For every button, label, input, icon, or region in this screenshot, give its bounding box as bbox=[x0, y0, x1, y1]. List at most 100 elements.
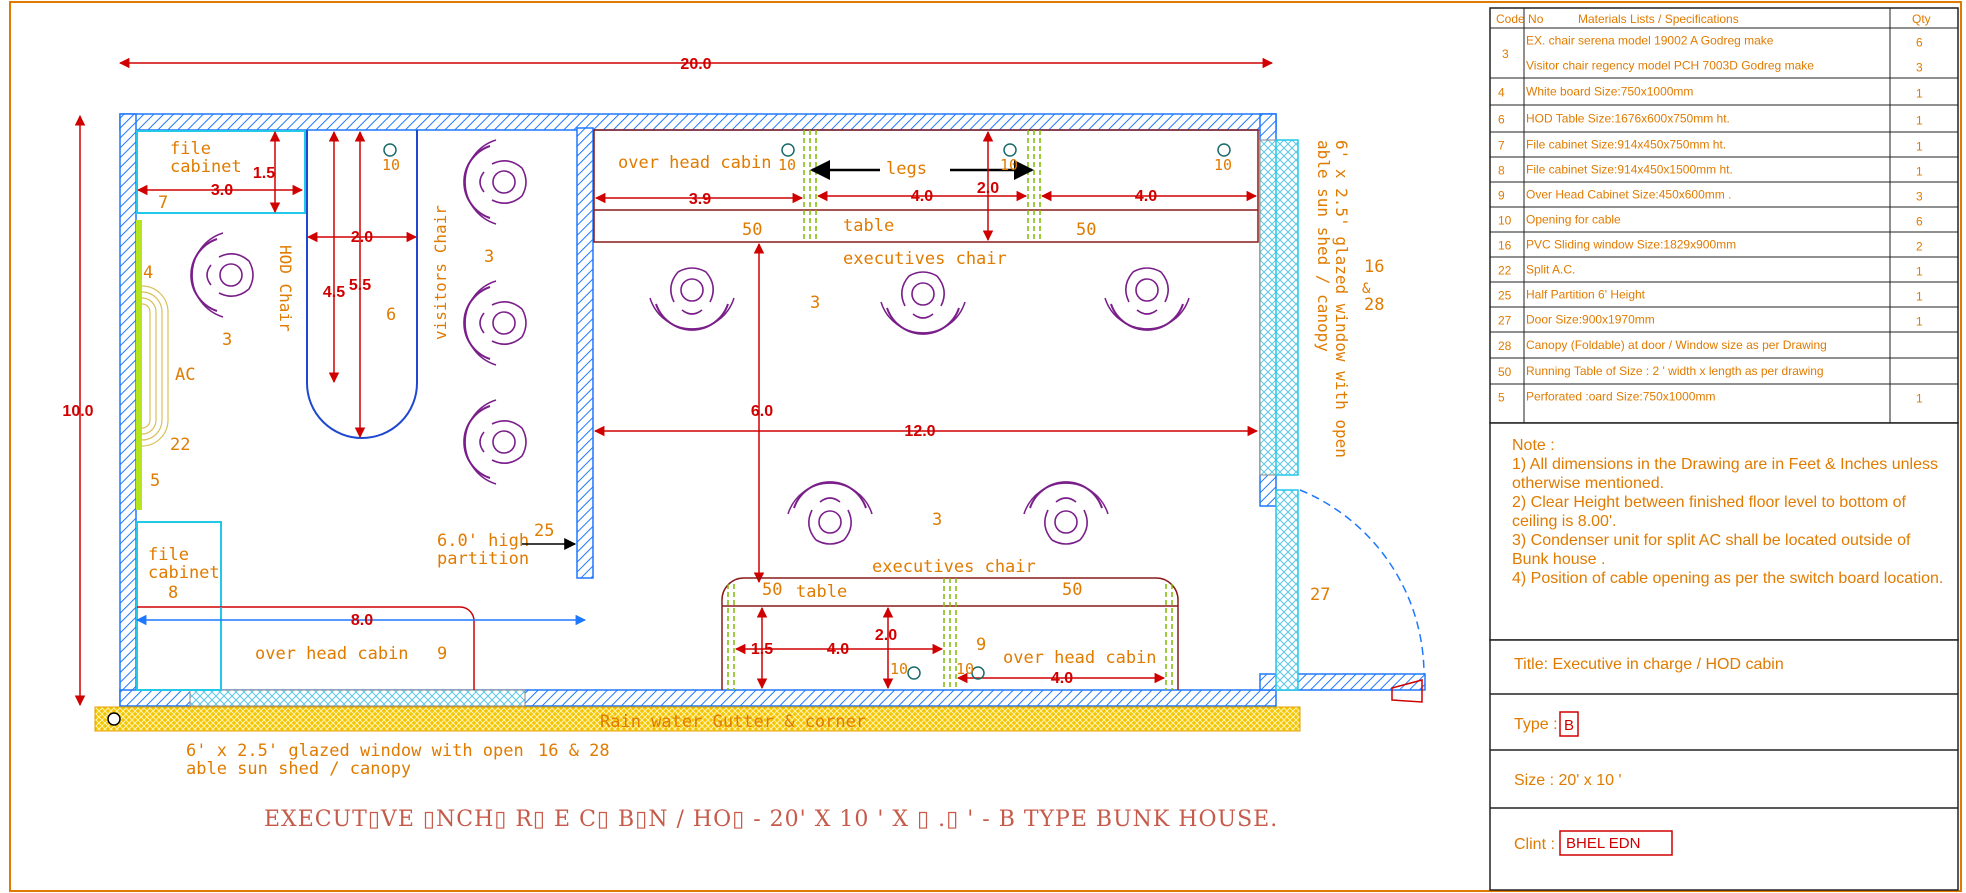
exec-chair-4 bbox=[787, 481, 873, 545]
code-10-b: 10 bbox=[778, 156, 796, 174]
code-50-a: 50 bbox=[742, 220, 762, 240]
right-window-code: 16 & 28 bbox=[1362, 257, 1395, 315]
cable-opening-3 bbox=[1003, 143, 1017, 157]
dimension-hod-3-0: 3.0 bbox=[211, 182, 233, 199]
table-cell-qty: 1 bbox=[1916, 265, 1923, 279]
code-6: 6 bbox=[386, 305, 396, 325]
code-22: 22 bbox=[170, 435, 190, 455]
overhead-cabin-top bbox=[593, 129, 1259, 243]
cable-opening-4 bbox=[1217, 143, 1231, 157]
table-cell-code: 22 bbox=[1498, 264, 1512, 278]
half-partition bbox=[576, 127, 594, 579]
visitor-chair-2 bbox=[463, 280, 527, 366]
code-8: 8 bbox=[168, 583, 178, 603]
table-cell-spec: File cabinet Size:914x450x1500mm ht. bbox=[1526, 163, 1733, 177]
dimension-exec-12-0: 12.0 bbox=[904, 423, 935, 440]
client-label: Clint : bbox=[1514, 836, 1555, 853]
right-canopy bbox=[1275, 139, 1299, 476]
right-window bbox=[1259, 139, 1277, 476]
dimension-hod-4-5: 4.5 bbox=[323, 284, 345, 301]
table-cell-qty: 3 bbox=[1916, 61, 1923, 75]
code-50-c: 50 bbox=[762, 580, 782, 600]
table-cell-code: 6 bbox=[1498, 113, 1505, 127]
cable-opening-2 bbox=[781, 143, 795, 157]
wall-left bbox=[119, 113, 137, 707]
floor-plan: 20.0 10.0 Rain water Gutter & corner fil… bbox=[62, 56, 1426, 832]
table-cell-spec: Perforated :oard Size:750x1000mm bbox=[1526, 390, 1715, 404]
code-10-a: 10 bbox=[382, 156, 400, 174]
table-top-label: table bbox=[843, 216, 894, 236]
door-stop bbox=[1391, 679, 1423, 703]
table-cell-spec: Visitor chair regency model PCH 7003D Go… bbox=[1526, 59, 1814, 73]
table-cell-qty: 3 bbox=[1916, 190, 1923, 204]
overhead-cabin-top-label: over head cabin bbox=[618, 153, 772, 173]
gutter-downpipe bbox=[107, 712, 121, 726]
code-10-c: 10 bbox=[1000, 156, 1018, 174]
exec-chair-3 bbox=[1104, 267, 1190, 331]
table-header-spec: Materials Lists / Specifications bbox=[1578, 12, 1739, 26]
table-cell-code: 28 bbox=[1498, 339, 1512, 353]
cable-opening-1 bbox=[383, 143, 397, 157]
code-50-d: 50 bbox=[1062, 580, 1082, 600]
client-value-box bbox=[1559, 830, 1673, 856]
visitor-chair-1 bbox=[463, 139, 527, 225]
gutter-label: Rain water Gutter & corner bbox=[600, 712, 866, 732]
exec-chair-2 bbox=[880, 271, 966, 335]
exec-chair-5 bbox=[1023, 481, 1109, 545]
file-cabinet-bottom-label: file cabinet bbox=[148, 545, 220, 583]
notes-text: 1) All dimensions in the Drawing are in … bbox=[1512, 456, 1943, 587]
table-cell-qty: 1 bbox=[1916, 87, 1923, 101]
door-panel bbox=[1275, 489, 1299, 691]
code-10-d: 10 bbox=[1214, 156, 1232, 174]
dimension-hod-2-0: 2.0 bbox=[351, 229, 373, 246]
code-9-a: 9 bbox=[437, 644, 447, 664]
table-cell-qty: 1 bbox=[1916, 165, 1923, 179]
notes-block: Note : 1) All dimensions in the Drawing … bbox=[1489, 422, 1959, 641]
door-swing bbox=[1299, 489, 1425, 675]
cable-opening-5 bbox=[907, 666, 921, 680]
table-cell-qty: 6 bbox=[1916, 215, 1923, 229]
table-cell-spec: PVC Sliding window Size:1829x900mm bbox=[1526, 238, 1736, 252]
wall-bottom-right bbox=[1259, 673, 1426, 691]
table-cell-spec: Opening for cable bbox=[1526, 213, 1621, 227]
dimension-overall-width: 10.0 bbox=[62, 403, 93, 420]
dimension-exec-2-0: 2.0 bbox=[977, 180, 999, 197]
table-cell-code: 5 bbox=[1498, 391, 1505, 405]
table-cell-code: 7 bbox=[1498, 139, 1505, 153]
table-cell-qty: 2 bbox=[1916, 240, 1923, 254]
size-label: Size : 20' x 10 ' bbox=[1514, 772, 1622, 789]
hod-chair bbox=[190, 232, 254, 318]
dimension-exec-4-0-b: 4.0 bbox=[1135, 188, 1157, 205]
table-cell-qty: 1 bbox=[1916, 392, 1923, 406]
table-cell-qty: 1 bbox=[1916, 315, 1923, 329]
overhead-cabin-bottom-right-label: over head cabin bbox=[1003, 648, 1157, 668]
table-cell-code: 27 bbox=[1498, 314, 1512, 328]
type-value-box bbox=[1559, 711, 1579, 737]
split-ac bbox=[141, 285, 169, 447]
table-cell-qty: 1 bbox=[1916, 140, 1923, 154]
table-cell-spec: Half Partition 6' Height bbox=[1526, 288, 1646, 302]
partition-label: 6.0' high partition bbox=[437, 531, 539, 569]
table-cell-code: 50 bbox=[1498, 365, 1512, 379]
bottom-window-code: 16 & 28 bbox=[538, 741, 610, 761]
sheet-border bbox=[9, 1, 1962, 892]
table-header-qty: Qty bbox=[1912, 12, 1931, 26]
materials-table: Code No Materials Lists / Specifications… bbox=[1489, 7, 1959, 424]
client-value: BHEL EDN bbox=[1566, 835, 1640, 852]
table-legs-bottom bbox=[727, 578, 1173, 690]
table-cell-spec: Running Table of Size : 2 ' width x leng… bbox=[1526, 364, 1824, 378]
overhead-cabin-bottom-left-label: over head cabin bbox=[255, 644, 409, 664]
title-block: Title: Executive in charge / HOD cabin T… bbox=[1489, 639, 1959, 891]
wall-top bbox=[119, 113, 1277, 131]
exec-chair-top-label: executives chair bbox=[843, 249, 1007, 269]
code-50-b: 50 bbox=[1076, 220, 1096, 240]
code-4: 4 bbox=[143, 263, 153, 283]
hod-chair-label: HOD Chair bbox=[276, 245, 295, 332]
code-10-f: 10 bbox=[956, 660, 974, 678]
table-cell-code: 9 bbox=[1498, 189, 1505, 203]
dimension-overall-length: 20.0 bbox=[680, 56, 711, 73]
table-cell-spec: Canopy (Foldable) at door / Window size … bbox=[1526, 338, 1827, 352]
dimension-bottom-4-0: 4.0 bbox=[827, 641, 849, 658]
table-legs-top bbox=[803, 130, 1041, 242]
title-label: Title: Executive in charge / HOD cabin bbox=[1514, 656, 1784, 673]
